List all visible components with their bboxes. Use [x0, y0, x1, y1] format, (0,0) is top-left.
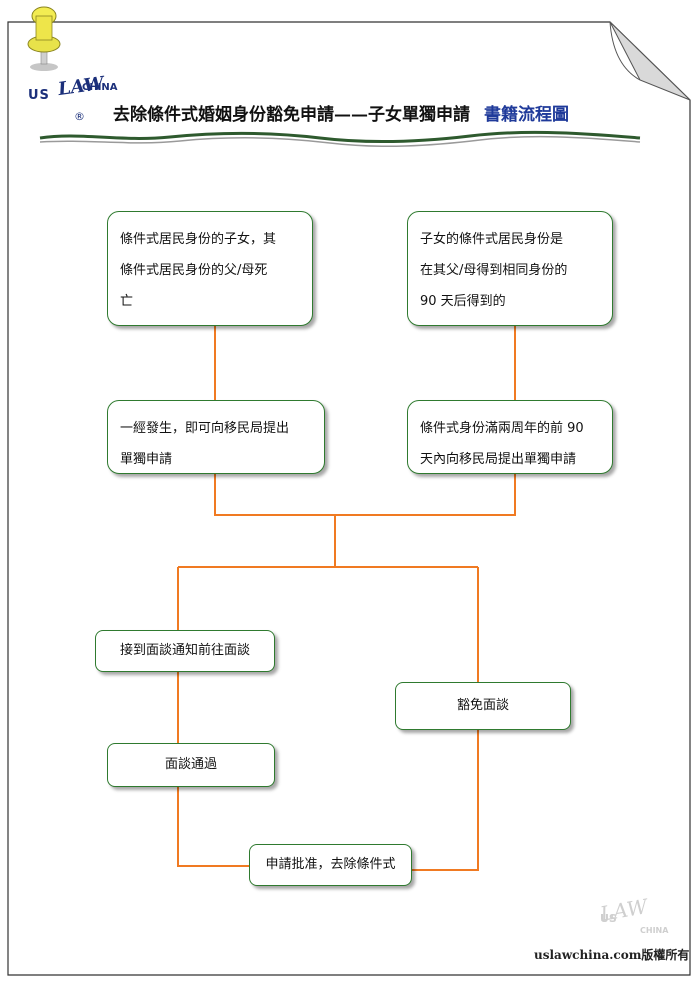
node-line: 一經發生，即可向移民局提出	[120, 421, 290, 436]
flow-connectors	[177, 326, 516, 871]
node-interview-notice: 接到面談通知前往面談	[95, 630, 275, 672]
copyright-footer: uslawchina.com版權所有	[534, 948, 690, 962]
page-title: 去除條件式婚姻身份豁免申請——子女單獨申請書籍流程圖	[113, 100, 569, 125]
title-main: 去除條件式婚姻身份豁免申請——子女單獨申請	[113, 105, 470, 125]
node-line: 條件式居民身份的父/母死	[120, 263, 268, 278]
pushpin-icon	[27, 6, 61, 71]
registered-mark: ®	[74, 110, 85, 123]
title-sub: 書籍流程圖	[484, 105, 569, 125]
logo-china-text: CHINA	[82, 82, 118, 93]
logo-us-text: US	[28, 88, 50, 103]
node-apply-immediately: 一經發生，即可向移民局提出 單獨申請	[107, 400, 325, 474]
node-interview-waived: 豁免面談	[395, 682, 571, 730]
node-apply-before-anniversary: 條件式身份滿兩周年的前 90 天內向移民局提出單獨申請	[407, 400, 613, 474]
node-status-after-90-days: 子女的條件式居民身份是 在其父/母得到相同身份的 90 天后得到的	[407, 211, 613, 326]
watermark-china: CHINA	[640, 926, 669, 935]
node-line: 天內向移民局提出單獨申請	[420, 452, 577, 467]
uslawchina-logo: US LAW CHINA ®	[24, 62, 118, 130]
node-line: 條件式居民身份的子女，其	[120, 232, 277, 247]
node-line: 亡	[120, 294, 134, 309]
node-line: 90 天后得到的	[420, 294, 506, 309]
node-line: 在其父/母得到相同身份的	[420, 263, 568, 278]
watermark-us: US	[600, 912, 617, 925]
node-interview-passed: 面談通過	[107, 743, 275, 787]
node-line: 單獨申請	[120, 452, 173, 467]
node-line: 條件式身份滿兩周年的前 90	[420, 421, 584, 436]
node-line: 子女的條件式居民身份是	[420, 232, 564, 247]
node-parent-death: 條件式居民身份的子女，其 條件式居民身份的父/母死 亡	[107, 211, 313, 326]
node-application-approved: 申請批准，去除條件式	[249, 844, 412, 886]
